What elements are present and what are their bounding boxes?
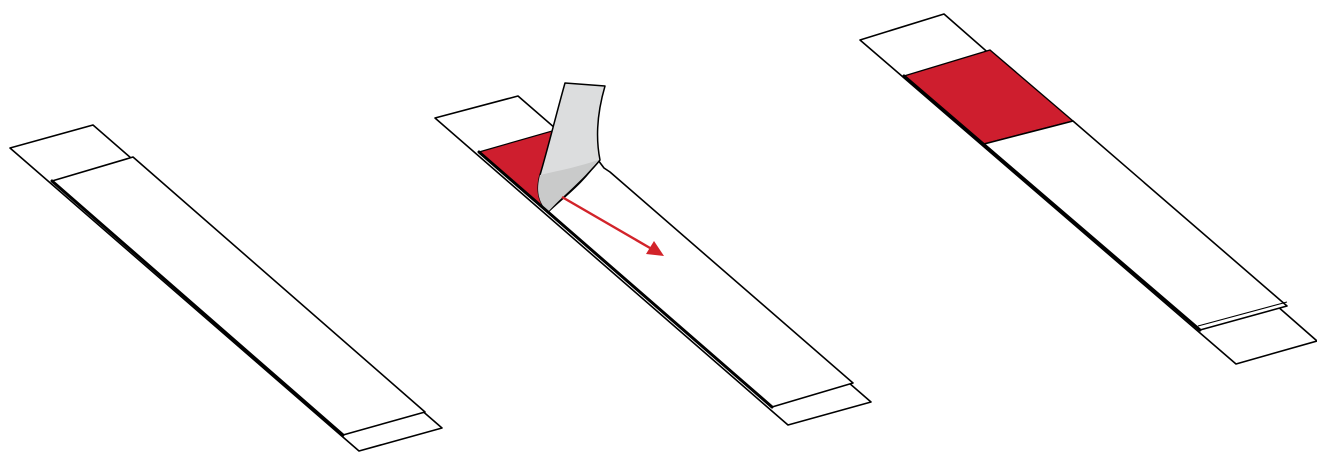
strip-3-adhesive-exposed xyxy=(859,13,1317,365)
strip-3-edge xyxy=(902,74,1202,332)
strip-2-liner-flat xyxy=(547,159,854,408)
strip-3-body xyxy=(983,120,1288,331)
strip-2-liner-shade xyxy=(538,160,598,212)
strip-2-liner-peeling xyxy=(434,82,872,426)
strip-1-edge xyxy=(50,179,345,437)
strip-3-end-line xyxy=(1197,301,1288,327)
pull-arrow-shaft xyxy=(561,195,651,250)
strip-1-liner-attached xyxy=(9,124,443,452)
strip-1-liner xyxy=(51,156,426,436)
pull-arrow-head xyxy=(646,241,664,256)
strip-2-edge xyxy=(477,150,774,409)
